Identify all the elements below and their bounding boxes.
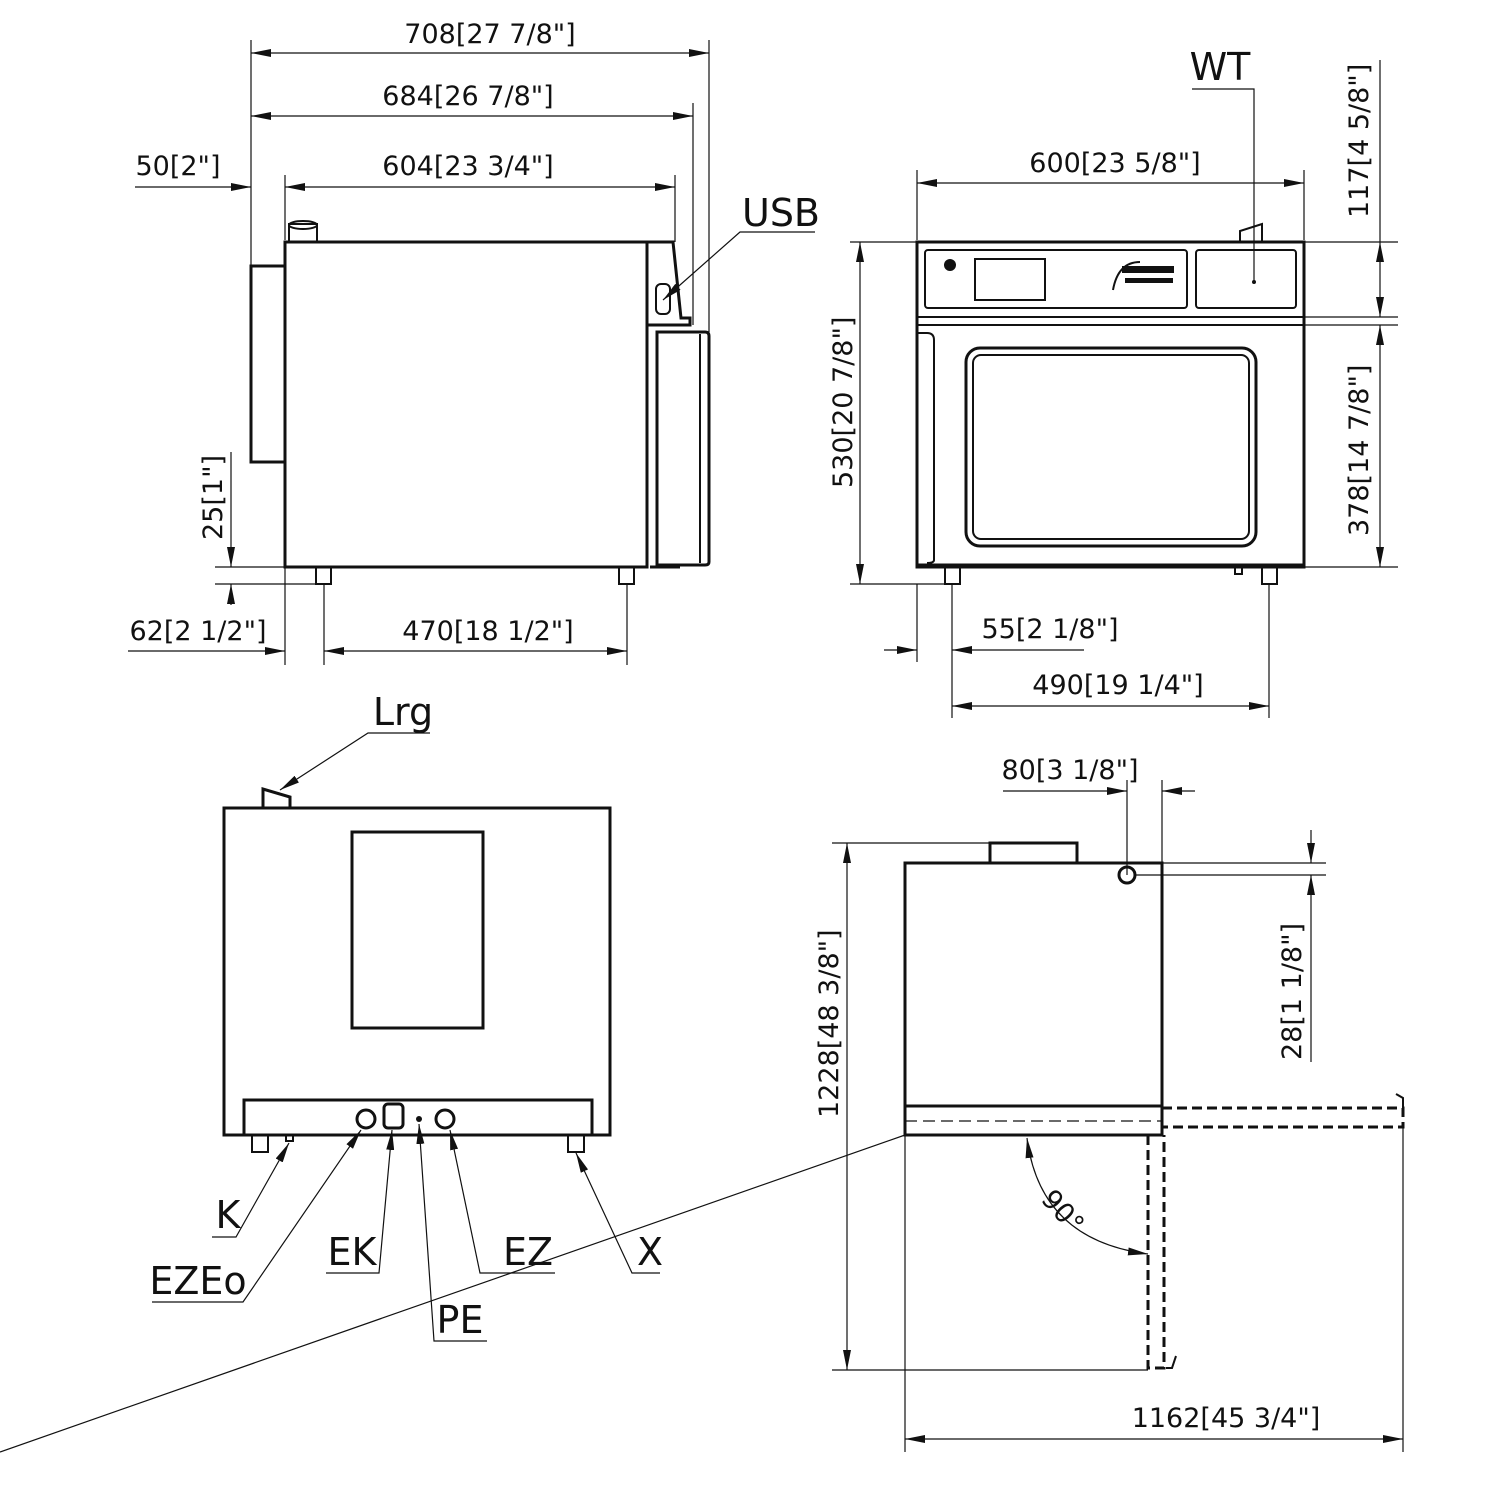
lrg-vent: [261, 786, 292, 808]
top-body-outline: [903, 861, 1164, 1108]
callout-usb: USB: [742, 191, 820, 235]
foot: [315, 566, 332, 585]
foot: [944, 566, 961, 585]
touch-display: [974, 258, 1046, 301]
callout-ek: EK: [328, 1230, 378, 1274]
rear-panel: [350, 830, 485, 1030]
ez-port: [434, 1108, 456, 1130]
dim-overall-depth: 708[27 7/8"]: [404, 19, 575, 50]
dim-foot-height: 25[1"]: [198, 455, 229, 540]
dim-rear-offset: 50[2"]: [135, 151, 220, 182]
rear-view: Lrg K EZEo EK PE EZ X: [149, 690, 663, 1342]
side-body-outline: [283, 240, 649, 569]
dim-foot-offset: 55[2 1/8"]: [981, 614, 1118, 645]
water-tank-lid: [1239, 222, 1263, 242]
power-button-icon: [944, 259, 956, 271]
dim-overall-width-open: 1162[45 3/4"]: [1132, 1403, 1321, 1434]
front-view: WT 600[23 5/8"] 530[20 7/8"] 117[4 5/8"]…: [828, 45, 1398, 718]
rear-body-outline: [222, 806, 612, 1137]
callout-x: X: [637, 1230, 663, 1274]
door-open-swing: [1146, 1135, 1166, 1370]
callout-ezeo: EZEo: [149, 1259, 246, 1303]
dim-door-height: 378[14 7/8"]: [1344, 365, 1375, 536]
dim-width: 600[23 5/8"]: [1029, 148, 1200, 179]
dim-connection-offset-y: 28[1 1/8"]: [1277, 923, 1308, 1060]
dim-foot-offset: 62[2 1/2"]: [129, 616, 266, 647]
foot: [567, 1134, 585, 1153]
dim-body-depth: 604[23 3/4"]: [382, 151, 553, 182]
pe-terminal: [416, 1116, 422, 1122]
callout-pe: PE: [437, 1298, 484, 1342]
callout-lrg: Lrg: [373, 690, 433, 734]
control-panel-side: [647, 240, 692, 327]
door-open-horizontal: [1162, 1106, 1405, 1129]
rear-box: [249, 264, 287, 464]
side-view: 708[27 7/8"] 684[26 7/8"] 604[23 3/4"] 5…: [128, 19, 820, 665]
foot: [618, 566, 635, 585]
top-view: 90° 80[3 1/8"] 28[1 1/8"] 1228[48 3/8"] …: [0, 755, 1405, 1453]
ek-port: [382, 1102, 405, 1130]
dim-height: 530[20 7/8"]: [828, 317, 859, 488]
control-panel: [924, 249, 1188, 309]
callout-k: K: [216, 1193, 242, 1237]
dim-overall-depth-open: 1228[48 3/8"]: [814, 929, 845, 1118]
callout-water-tank: WT: [1190, 45, 1252, 89]
dim-panel-height: 117[4 5/8"]: [1344, 64, 1375, 218]
dim-foot-spacing: 490[19 1/4"]: [1032, 670, 1203, 701]
water-tank-cover: [1195, 249, 1297, 309]
usb-port: [655, 283, 671, 315]
chimney: [288, 223, 318, 243]
ezeo-port: [355, 1108, 377, 1130]
dim-connection-offset-x: 80[3 1/8"]: [1001, 755, 1138, 786]
k-drain: [285, 1134, 294, 1142]
chimney-top: [988, 841, 1079, 865]
dim-depth-to-handle: 684[26 7/8"]: [382, 81, 553, 112]
door-side: [655, 330, 711, 567]
dim-foot-spacing: 470[18 1/2"]: [402, 616, 573, 647]
door-hinge-edge: [917, 332, 935, 564]
foot: [251, 1134, 269, 1153]
foot: [1261, 566, 1278, 585]
door-window: [964, 346, 1258, 548]
